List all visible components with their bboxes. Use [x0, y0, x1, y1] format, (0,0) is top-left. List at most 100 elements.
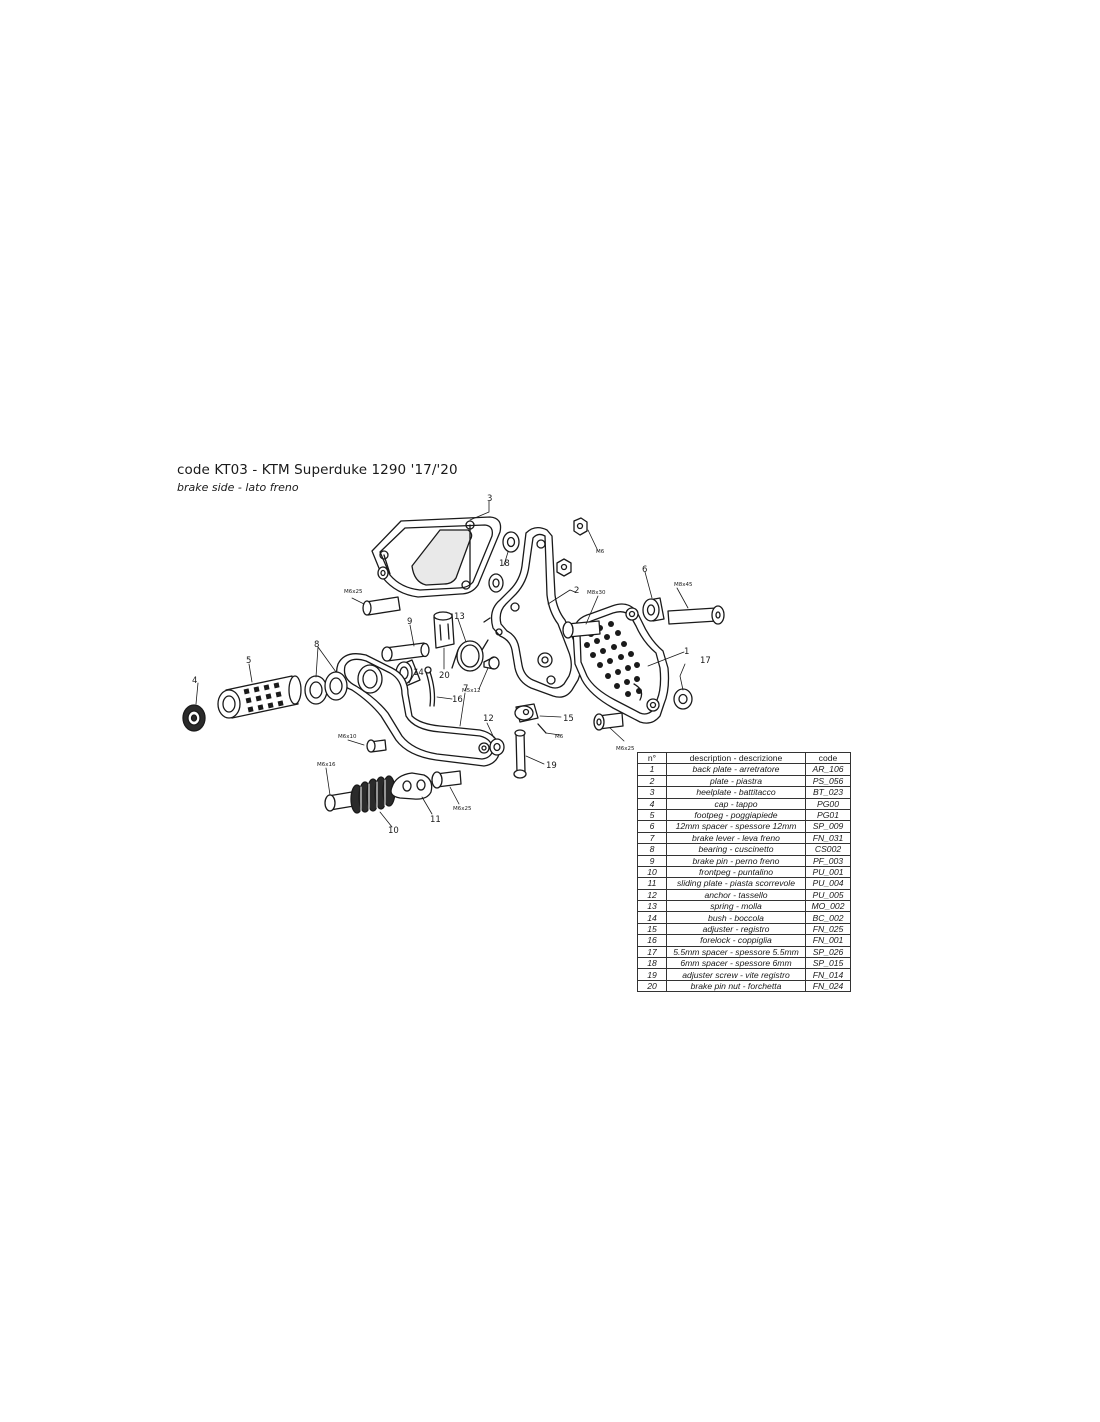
part-number: 12 [637, 888, 667, 902]
part-code: SP_009 [805, 820, 851, 833]
nut-m6-top [573, 517, 588, 536]
part-code: PU_001 [805, 865, 851, 879]
part-number: 17 [637, 945, 667, 959]
callout-18: 18 [499, 559, 510, 569]
forelock-part [424, 666, 436, 707]
part-description: footpeg - poggiapiede [666, 808, 806, 822]
callout-7: 7 [463, 684, 468, 694]
part-number: 11 [637, 877, 667, 890]
callout-15: 15 [563, 714, 574, 724]
part-description: adjuster - registro [666, 922, 806, 936]
leader-lines [195, 500, 689, 828]
label-m6x25-backplate: M6x25 [616, 746, 635, 752]
label-m6x25-slider: M6x25 [453, 806, 472, 812]
part-code: PS_056 [805, 774, 851, 788]
callout-2: 2 [574, 586, 579, 596]
callout-16: 16 [452, 695, 463, 705]
screw-spec-labels: M6x25 M6 M8x30 M8x45 M5x12 M6 M6x25 M6x1… [317, 549, 693, 812]
part-code: FN_024 [805, 979, 851, 993]
part-description: bush - boccola [666, 911, 806, 924]
callout-17: 17 [700, 656, 711, 666]
screw-m5x12 [483, 656, 500, 670]
label-m6x10: M6x10 [338, 734, 357, 740]
part-code: PF_003 [805, 854, 851, 867]
part-code: CS002 [805, 843, 851, 856]
part-description: brake lever - leva freno [666, 831, 806, 845]
part-description: heelplate - battitacco [666, 786, 806, 799]
part-description: frontpeg - puntalino [666, 865, 806, 879]
part-description: back plate - arretratore [666, 763, 806, 776]
part-description: 6mm spacer - spessore 6mm [666, 957, 806, 970]
callout-4: 4 [192, 676, 197, 686]
part-number: 2 [637, 774, 667, 788]
label-m6x25-heelplate: M6x25 [344, 589, 363, 595]
part-code: SP_015 [805, 957, 851, 970]
part-description: spring - molla [666, 900, 806, 913]
part-code: AR_106 [805, 763, 851, 776]
label-m6-adjuster: M6 [555, 734, 564, 740]
adjuster-part [514, 703, 547, 734]
label-m6x16: M6x16 [317, 762, 336, 768]
part-number: 20 [637, 979, 667, 993]
screw-m6x25-slider [431, 770, 462, 789]
part-description: forelock - coppiglia [666, 934, 806, 947]
washer-small-heelplate [377, 566, 389, 580]
callout-20: 20 [439, 671, 450, 681]
part-code: FN_025 [805, 922, 851, 936]
part-code: FN_001 [805, 934, 851, 947]
spacer-6mm-part [488, 531, 520, 593]
part-code: BC_002 [805, 911, 851, 924]
screw-m6x25-backplate [593, 712, 624, 731]
part-number: 18 [637, 957, 667, 970]
part-code: PG00 [805, 797, 851, 810]
screw-m8x30 [562, 620, 601, 639]
sliding-plate-part [390, 772, 433, 800]
part-description: cap - tappo [666, 797, 806, 810]
callout-19: 19 [546, 761, 557, 771]
callout-8: 8 [314, 640, 319, 650]
part-number: 9 [637, 854, 667, 867]
part-description: adjuster screw - vite registro [666, 968, 806, 981]
part-description: brake pin nut - forchetta [666, 979, 806, 993]
label-m5x12: M5x12 [462, 688, 481, 694]
spacer-5-5mm-part [673, 688, 693, 710]
adjuster-screw-part [513, 729, 527, 779]
frontpeg-part [324, 775, 396, 814]
main-plate-part [483, 526, 582, 698]
cap-part [182, 704, 206, 732]
part-description: plate - piastra [666, 774, 806, 788]
footpeg-part [217, 675, 302, 719]
spring-part [451, 639, 489, 672]
part-code: MO_002 [805, 900, 851, 913]
part-code: FN_031 [805, 831, 851, 845]
part-code: BT_023 [805, 786, 851, 799]
part-description: 12mm spacer - spessore 12mm [666, 820, 806, 833]
part-number: 13 [637, 900, 667, 913]
part-number: 15 [637, 922, 667, 936]
callout-6: 6 [642, 565, 647, 575]
callout-9: 9 [407, 617, 412, 627]
header-number: n° [637, 751, 667, 765]
part-code: SP_026 [805, 945, 851, 959]
screw-m6x10 [366, 739, 387, 753]
bearing-part [304, 671, 348, 705]
heelplate-part [371, 516, 502, 598]
brake-pin-nut-part [433, 611, 455, 649]
part-code: PG01 [805, 808, 851, 822]
label-m8x30: M8x30 [587, 590, 606, 596]
